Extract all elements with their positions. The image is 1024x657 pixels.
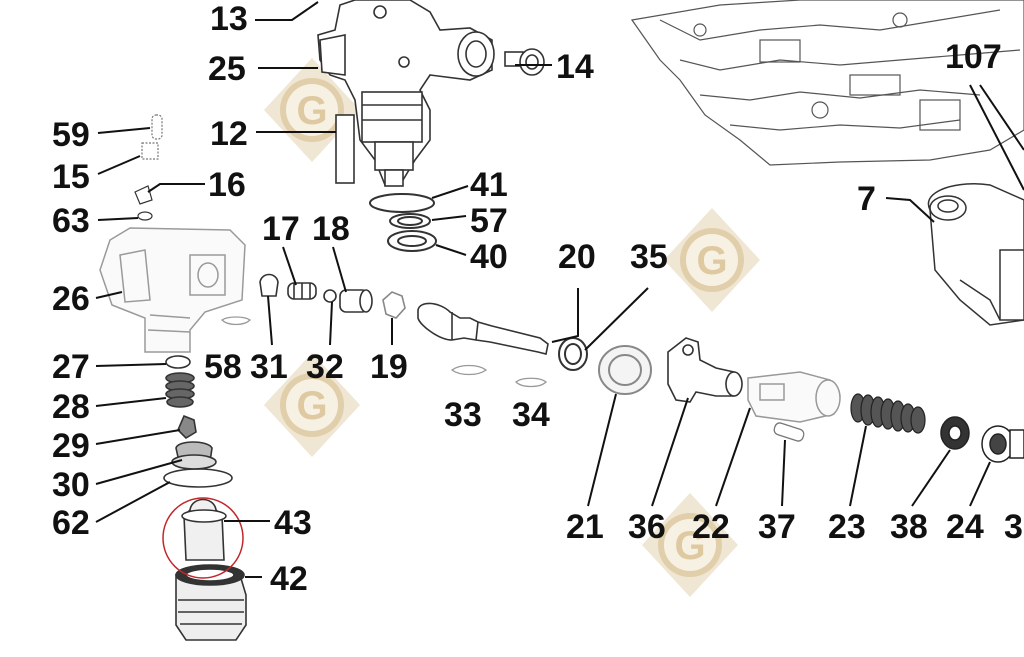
label-30: 30 <box>52 466 90 504</box>
label-37: 37 <box>758 508 796 546</box>
label-3x-cut: 3 <box>1004 508 1023 546</box>
part-36-lever <box>667 337 743 403</box>
label-25: 25 <box>208 50 246 88</box>
label-20: 20 <box>558 238 596 276</box>
label-38: 38 <box>890 508 928 546</box>
label-21: 21 <box>566 508 604 546</box>
label-57: 57 <box>470 202 508 240</box>
ghost-clips <box>220 316 547 388</box>
label-19: 19 <box>370 348 408 386</box>
label-62: 62 <box>52 504 90 542</box>
label-31: 31 <box>250 348 288 386</box>
label-59: 59 <box>52 116 90 154</box>
engine-block <box>630 0 1024 166</box>
pump-head-assembly <box>317 0 495 187</box>
label-22: 22 <box>692 508 730 546</box>
label-15: 15 <box>52 158 90 196</box>
part-35-and-21 <box>558 337 652 395</box>
label-29: 29 <box>52 427 90 465</box>
part-14-bolt <box>504 48 545 76</box>
label-40: 40 <box>470 238 508 276</box>
label-42: 42 <box>270 560 308 598</box>
label-36: 36 <box>628 508 666 546</box>
part-23-spring <box>850 393 926 434</box>
label-7: 7 <box>857 180 876 218</box>
seal-rings <box>369 193 437 252</box>
label-18: 18 <box>312 210 350 248</box>
label-35: 35 <box>630 238 668 276</box>
part-26-housing <box>99 227 246 353</box>
label-28: 28 <box>52 388 90 426</box>
label-26: 26 <box>52 280 90 318</box>
part-38-and-24 <box>940 416 1024 463</box>
part-7-assembly <box>927 183 1024 326</box>
label-17: 17 <box>262 210 300 248</box>
small-parts-left <box>134 114 163 221</box>
label-16: 16 <box>208 166 246 204</box>
label-14: 14 <box>556 48 594 86</box>
label-107: 107 <box>945 38 1002 76</box>
highlight-circle <box>162 497 244 579</box>
label-58: 58 <box>204 348 242 386</box>
label-13: 13 <box>210 0 248 38</box>
part-22-coupling <box>747 371 841 423</box>
vertical-stack-parts <box>163 355 233 488</box>
label-63: 63 <box>52 202 90 240</box>
label-23: 23 <box>828 508 866 546</box>
label-27: 27 <box>52 348 90 386</box>
label-41: 41 <box>470 166 508 204</box>
leader-lines <box>95 1 1024 578</box>
part-20-shaft <box>417 302 549 355</box>
part-37-pin <box>773 422 805 442</box>
label-32: 32 <box>306 348 344 386</box>
label-34: 34 <box>512 396 550 434</box>
label-24: 24 <box>946 508 984 546</box>
label-33: 33 <box>444 396 482 434</box>
label-12: 12 <box>210 115 248 153</box>
label-43: 43 <box>274 504 312 542</box>
part-number-labels: 13 25 14 12 59 15 16 63 41 57 40 17 18 2… <box>52 0 1023 598</box>
valve-parts-row <box>259 273 406 319</box>
